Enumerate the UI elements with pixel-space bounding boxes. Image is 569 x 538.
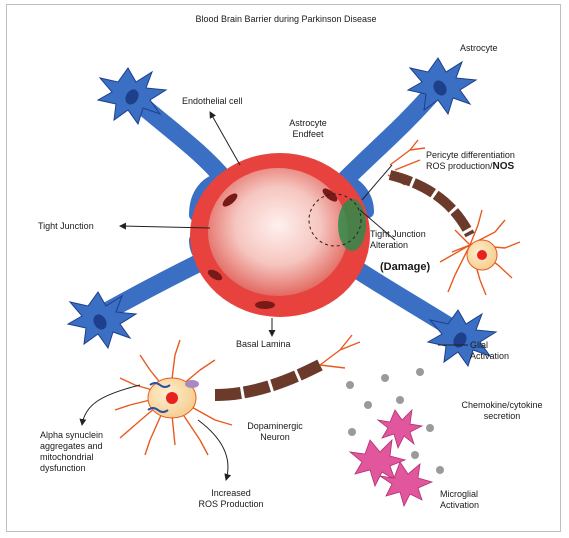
- astrocyte-endfeet-label-1: Astrocyte: [284, 118, 332, 129]
- astrocyte-endfeet-label-2: Endfeet: [284, 129, 332, 140]
- diagram-title: Blood Brain Barrier during Parkinson Dis…: [136, 14, 436, 25]
- axon-terminal: [320, 335, 360, 368]
- microglia: [350, 410, 432, 506]
- microglial-activation-label-2: Activation: [440, 500, 479, 511]
- tj-alteration-label-2: Alteration: [370, 240, 408, 251]
- alpha-synuclein-label-1: Alpha synuclein: [40, 430, 103, 441]
- damage-label: (Damage): [380, 261, 430, 274]
- tight-junction-label: Tight Junction: [38, 221, 94, 232]
- pericyte-label-1: Pericyte differentiation: [426, 150, 515, 161]
- glial-activation-label-2: Activation: [470, 351, 509, 362]
- dopaminergic-label-1: Dopaminergic: [240, 421, 310, 432]
- endothelial-cell-label: Endothelial cell: [182, 96, 243, 107]
- dopaminergic-label-2: Neuron: [240, 432, 310, 443]
- pericyte-nucleus: [477, 250, 487, 260]
- basal-lamina-label: Basal Lamina: [236, 339, 291, 350]
- dopaminergic-nucleus: [166, 392, 178, 404]
- alpha-synuclein-label-3: mitochondrial: [40, 452, 94, 463]
- alpha-synuclein-label-4: dysfunction: [40, 463, 86, 474]
- microglial-activation-label-1: Microglial: [440, 489, 478, 500]
- glial-activation-label-1: Glial: [470, 340, 488, 351]
- tj-alteration-label-1: Tight Junction: [370, 229, 426, 240]
- blood-vessel: [190, 153, 370, 317]
- dopaminergic-axon: [215, 365, 320, 395]
- pericyte-nos-text: NOS: [493, 161, 515, 172]
- pericyte-label-2: ROS production/NOS: [426, 161, 514, 172]
- chemokine-label-2: secretion: [452, 411, 552, 422]
- pericyte-ros-text: ROS production/: [426, 161, 493, 171]
- astrocyte-label: Astrocyte: [460, 43, 498, 54]
- alpha-synuclein-label-2: aggregates and: [40, 441, 103, 452]
- ros-production-label-2: ROS Production: [186, 499, 276, 510]
- ros-production-label-1: Increased: [186, 488, 276, 499]
- chemokine-label-1: Chemokine/cytokine: [452, 400, 552, 411]
- mitochondria: [185, 380, 199, 388]
